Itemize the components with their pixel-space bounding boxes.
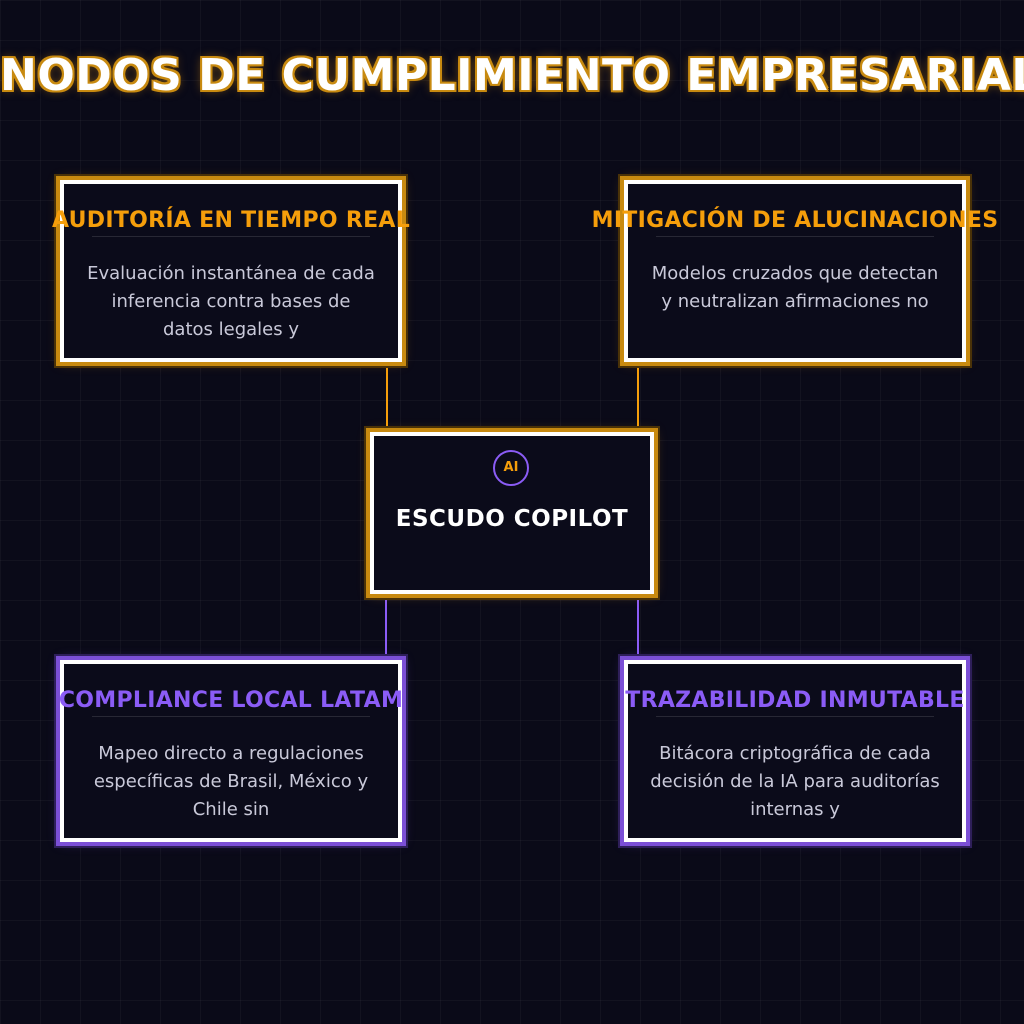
node-title: COMPLIANCE LOCAL LATAM [58, 688, 404, 713]
node-mitigacion-alucinaciones: MITIGACIÓN DE ALUCINACIONES Modelos cruz… [592, 180, 998, 362]
node-title: MITIGACIÓN DE ALUCINACIONES [591, 208, 999, 233]
node-title: TRAZABILIDAD INMUTABLE [625, 688, 965, 713]
node-compliance-local-latam: COMPLIANCE LOCAL LATAM Mapeo directo a r… [58, 660, 404, 842]
node-divider [92, 716, 370, 717]
node-description: Evaluación instantánea de cada inferenci… [87, 263, 375, 340]
node-auditoria-tiempo-real: AUDITORÍA EN TIEMPO REAL Evaluación inst… [52, 180, 410, 362]
node-title: AUDITORÍA EN TIEMPO REAL [51, 208, 411, 233]
node-divider [656, 236, 934, 237]
ai-badge-icon: AI [493, 450, 529, 486]
node-description: Bitácora criptográfica de cada decisión … [650, 743, 940, 820]
node-trazabilidad-inmutable: TRAZABILIDAD INMUTABLE Bitácora criptogr… [624, 660, 966, 842]
node-divider [92, 236, 370, 237]
page-title: NODOS DE CUMPLIMIENTO EMPRESARIAL [0, 50, 1024, 101]
node-description: Modelos cruzados que detectan y neutrali… [651, 263, 939, 312]
hub-title: ESCUDO COPILOT [395, 506, 629, 532]
node-divider [656, 716, 934, 717]
node-description: Mapeo directo a regulaciones específicas… [93, 743, 369, 820]
hub-escudo-copilot: AI ESCUDO COPILOT [370, 432, 654, 594]
